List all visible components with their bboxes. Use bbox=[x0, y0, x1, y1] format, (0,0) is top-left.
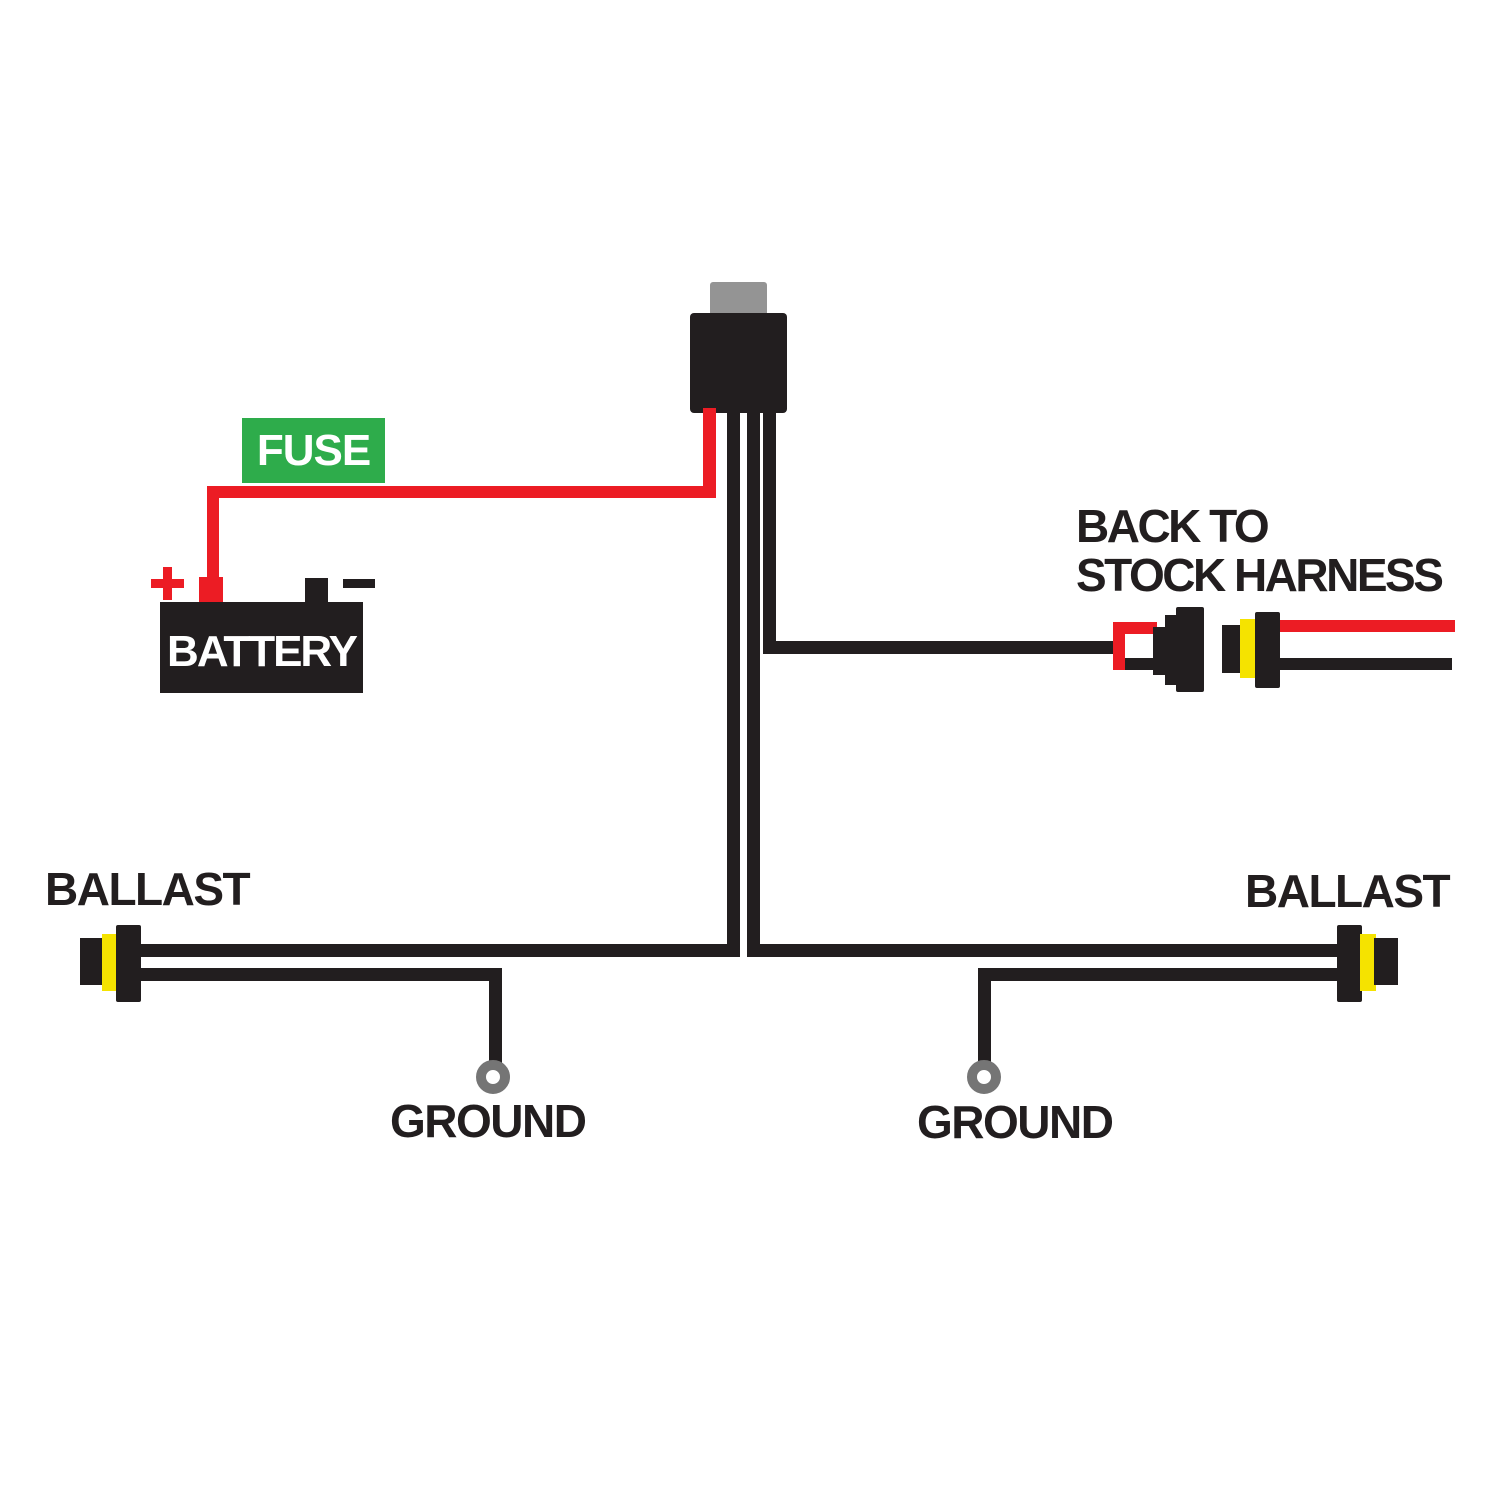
battery: BATTERY bbox=[160, 602, 363, 693]
battery-negative-terminal bbox=[305, 578, 328, 604]
ballast-left-wire-vertical bbox=[727, 408, 740, 957]
back-to-stock-harness-line2: STOCK HARNESS bbox=[1076, 549, 1444, 601]
ballast-right-connector-seal bbox=[1360, 934, 1376, 991]
fuse-box: FUSE bbox=[242, 418, 385, 483]
fuse-label: FUSE bbox=[256, 425, 371, 475]
stock-harness-black-pigtail bbox=[1125, 658, 1157, 670]
ballast-right-label: BALLAST bbox=[1245, 865, 1451, 917]
stock-harness-wire-vertical bbox=[763, 408, 776, 654]
ballast-left-connector-seal bbox=[102, 934, 118, 991]
ballast-left-connector-tip bbox=[80, 938, 104, 985]
battery-positive-terminal bbox=[199, 577, 223, 604]
back-to-stock-harness-line1: BACK TO bbox=[1076, 500, 1270, 552]
back-to-stock-harness-label: BACK TO STOCK HARNESS bbox=[1076, 500, 1444, 601]
ground-left-wire-vertical bbox=[489, 968, 502, 1064]
ballast-left-label: BALLAST bbox=[45, 863, 251, 915]
ballast-left-wire-horizontal bbox=[140, 944, 740, 957]
ballast-right-connector-body bbox=[1337, 925, 1362, 1002]
red-power-wire-battery-segment bbox=[207, 490, 219, 579]
ballast-left-connector-body bbox=[116, 925, 141, 1002]
battery-plus-icon bbox=[151, 567, 184, 600]
ballast-right-wire-vertical bbox=[747, 408, 760, 957]
stock-harness-wire-horizontal bbox=[763, 641, 1125, 654]
battery-minus-icon bbox=[343, 579, 375, 588]
relay-tab-icon bbox=[710, 282, 767, 313]
stock-harness-red-pigtail-vertical bbox=[1113, 622, 1125, 670]
ground-right-wire-horizontal bbox=[978, 968, 1337, 981]
stock-harness-female-connector-seal bbox=[1240, 619, 1257, 678]
ground-ring-left-icon bbox=[476, 1060, 510, 1094]
ground-ring-right-icon bbox=[967, 1060, 1001, 1094]
ballast-right-connector-tip bbox=[1374, 938, 1398, 985]
battery-label: BATTERY bbox=[167, 626, 358, 676]
stock-harness-male-plug-body bbox=[1165, 615, 1179, 685]
stock-harness-male-plug-base bbox=[1176, 607, 1204, 692]
ground-left-label: GROUND bbox=[390, 1095, 587, 1147]
ground-left-wire-horizontal bbox=[140, 968, 502, 981]
stock-side-red-wire bbox=[1280, 620, 1455, 632]
relay-icon bbox=[690, 313, 787, 413]
red-power-wire-relay-segment bbox=[703, 408, 716, 498]
ground-right-wire-vertical bbox=[978, 968, 991, 1064]
stock-side-black-wire bbox=[1280, 658, 1452, 670]
stock-harness-female-connector-body bbox=[1255, 612, 1280, 688]
ground-right-label: GROUND bbox=[917, 1096, 1114, 1148]
stock-harness-female-connector-tip bbox=[1222, 625, 1242, 673]
red-power-wire-horizontal bbox=[207, 486, 716, 498]
ballast-right-wire-horizontal bbox=[747, 944, 1337, 957]
